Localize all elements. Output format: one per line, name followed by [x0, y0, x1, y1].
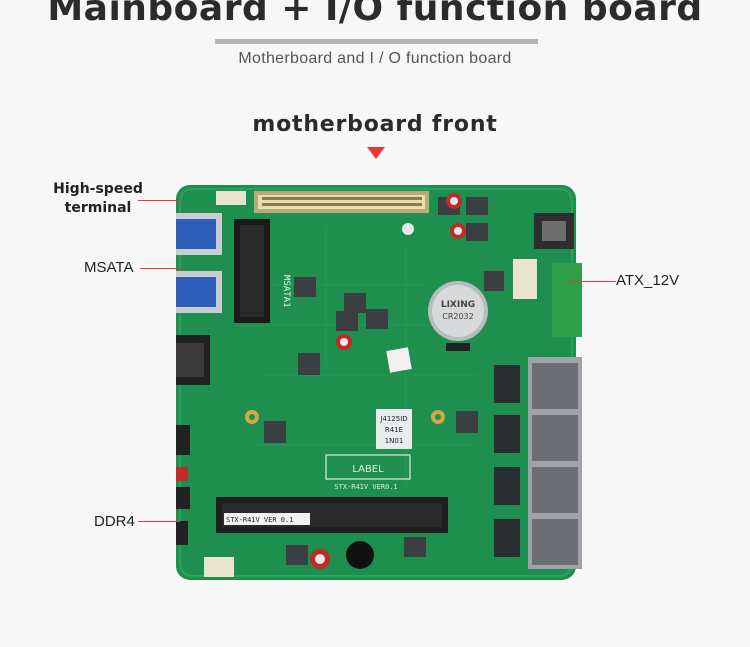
svg-text:LABEL: LABEL [352, 464, 384, 475]
fan-header [216, 191, 246, 205]
bottom-header [204, 557, 234, 577]
callout-ddr4: DDR4 [94, 513, 135, 530]
callout-high-speed-line1: High-speed [53, 181, 143, 197]
atx-green-connector [552, 263, 582, 337]
callout-line-atx [566, 281, 616, 282]
callout-high-speed-terminal: High-speed terminal [50, 180, 146, 218]
callout-atx-12v: ATX_12V [616, 272, 680, 289]
callout-line-msata [140, 268, 184, 269]
lan-ports [528, 357, 582, 569]
left-headers [176, 425, 190, 545]
svg-text:STX-R41V VER 0.1: STX-R41V VER 0.1 [226, 516, 293, 524]
pcb-board [176, 185, 576, 580]
logo-mark [386, 347, 412, 373]
motherboard-image: MSATA1 LIXING CR2032 [176, 185, 582, 580]
svg-text:R41E: R41E [385, 426, 403, 434]
page-title: Mainboard + I/O function board [47, 0, 703, 29]
title-underline [215, 39, 538, 44]
svg-text:STX-R41V VER0.1: STX-R41V VER0.1 [334, 483, 397, 491]
buzzer [346, 541, 374, 569]
svg-text:1N01: 1N01 [385, 437, 404, 445]
capacitors [310, 193, 466, 569]
msata-silk: MSATA1 [281, 275, 291, 308]
callout-line-ddr4 [138, 521, 180, 522]
mounting-holes [245, 223, 445, 424]
soc-sticker [376, 409, 412, 449]
atx-header [513, 259, 537, 299]
callout-msata: MSATA [84, 259, 134, 276]
page-subtitle: Motherboard and I / O function board [238, 50, 512, 67]
usb-ports [176, 213, 222, 313]
callout-high-speed-line2: terminal [64, 200, 132, 216]
section-title: motherboard front [252, 112, 498, 137]
svg-text:J4125ID: J4125ID [379, 415, 407, 423]
svg-text:LIXING: LIXING [441, 300, 475, 310]
svg-text:CR2032: CR2032 [442, 312, 474, 321]
callout-line-high-speed [138, 200, 182, 201]
down-arrow-icon [367, 147, 385, 159]
label-box [325, 454, 411, 480]
